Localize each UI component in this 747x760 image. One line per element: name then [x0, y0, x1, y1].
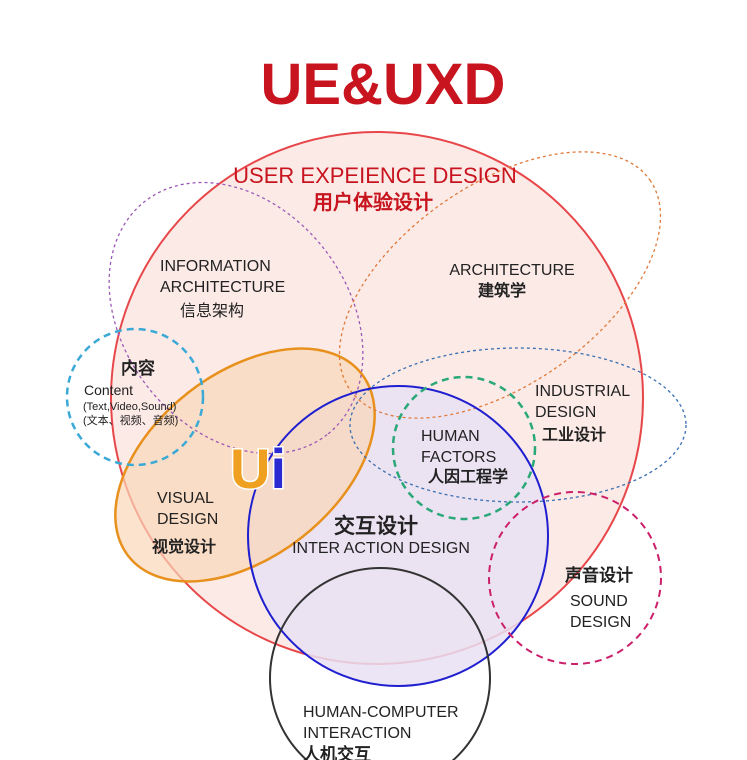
- hf-label-cn: 人因工程学: [428, 467, 508, 486]
- content-sub-cn: (文本、视频、音频): [83, 413, 178, 427]
- hci-label-en-2: INTERACTION: [303, 725, 411, 742]
- industrial-label-en-2: DESIGN: [535, 404, 596, 421]
- sound-label-cn: 声音设计: [564, 565, 633, 585]
- sound-label-en-1: SOUND: [570, 593, 628, 610]
- architecture-label-cn: 建筑学: [478, 281, 526, 300]
- visual-label-en-2: DESIGN: [157, 511, 218, 528]
- content-sub-en: (Text,Video,Sound): [83, 401, 176, 413]
- architecture-label-en: ARCHITECTURE: [449, 262, 574, 279]
- visual-design-ellipse: [114, 347, 376, 583]
- info-arch-label-cn: 信息架构: [180, 302, 244, 320]
- ux-label-en: USER EXPEIENCE DESIGN: [233, 163, 517, 188]
- hf-label-en-2: FACTORS: [421, 449, 496, 466]
- content-label-cn: 内容: [121, 358, 155, 378]
- hci-label-en-1: HUMAN-COMPUTER: [303, 704, 459, 721]
- hci-circle: [269, 567, 491, 760]
- visual-label-cn: 视觉设计: [152, 537, 216, 556]
- info-arch-label-en-2: ARCHITECTURE: [160, 279, 285, 296]
- hci-label-cn: 人机交互: [303, 744, 371, 760]
- info-arch-ellipse: [108, 181, 364, 455]
- info-arch-label-en-1: INFORMATION: [160, 258, 271, 275]
- visual-label-en-1: VISUAL: [157, 490, 214, 507]
- ui-logo: Ui: [230, 437, 286, 500]
- ixd-label-cn: 交互设计: [334, 514, 418, 538]
- ixd-label-en: INTER ACTION DESIGN: [292, 540, 470, 557]
- ixd-circle: [247, 385, 549, 687]
- human-factors-circle: [391, 375, 537, 521]
- sound-circle: [488, 491, 662, 665]
- industrial-label-cn: 工业设计: [542, 425, 606, 444]
- industrial-label-en-1: INDUSTRIAL: [535, 383, 630, 400]
- industrial-ellipse: [349, 347, 687, 503]
- ux-label-cn: 用户体验设计: [313, 190, 433, 214]
- hf-label-en-1: HUMAN: [421, 428, 480, 445]
- content-circle: [65, 327, 205, 467]
- page-title: UE&UXD: [261, 52, 506, 117]
- sound-label-en-2: DESIGN: [570, 614, 631, 631]
- content-label-en: Content: [84, 382, 133, 398]
- architecture-ellipse: [338, 151, 662, 419]
